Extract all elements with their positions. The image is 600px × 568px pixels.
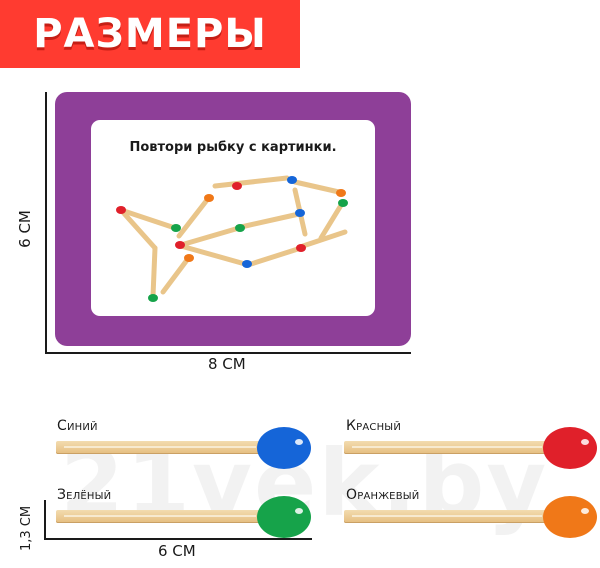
card-height-label: 6 СМ (15, 210, 34, 248)
match-head-red (540, 425, 600, 476)
match-label-orange: Оранжевый (346, 487, 420, 503)
match-width-label: 6 СМ (158, 542, 196, 560)
match-label-red: Красный (346, 418, 402, 434)
match-height-label: 1,3 СМ (19, 505, 35, 552)
card-face: Повтори рыбку с картинки. (91, 120, 375, 316)
page-title: РАЗМЕРЫ (33, 11, 267, 57)
match-height-line (44, 500, 46, 540)
match-label-blue: Синий (57, 418, 98, 434)
card-width-line (45, 352, 411, 354)
match-head-blue (252, 425, 312, 476)
match-label-green: Зелёный (57, 487, 112, 503)
match-stick-green (56, 510, 266, 523)
title-banner: РАЗМЕРЫ (0, 0, 300, 68)
match-head-green (252, 494, 312, 545)
fish-matches-picture (116, 175, 348, 302)
card-height-line (45, 92, 47, 354)
match-head-orange (540, 494, 600, 545)
match-stick-blue (56, 441, 266, 454)
match-stick-orange (344, 510, 552, 523)
card-title: Повтори рыбку с картинки. (129, 140, 337, 155)
match-width-line (44, 538, 312, 540)
puzzle-card: Повтори рыбку с картинки. (55, 92, 411, 346)
match-stick-red (344, 441, 552, 454)
card-width-label: 8 СМ (208, 355, 246, 373)
